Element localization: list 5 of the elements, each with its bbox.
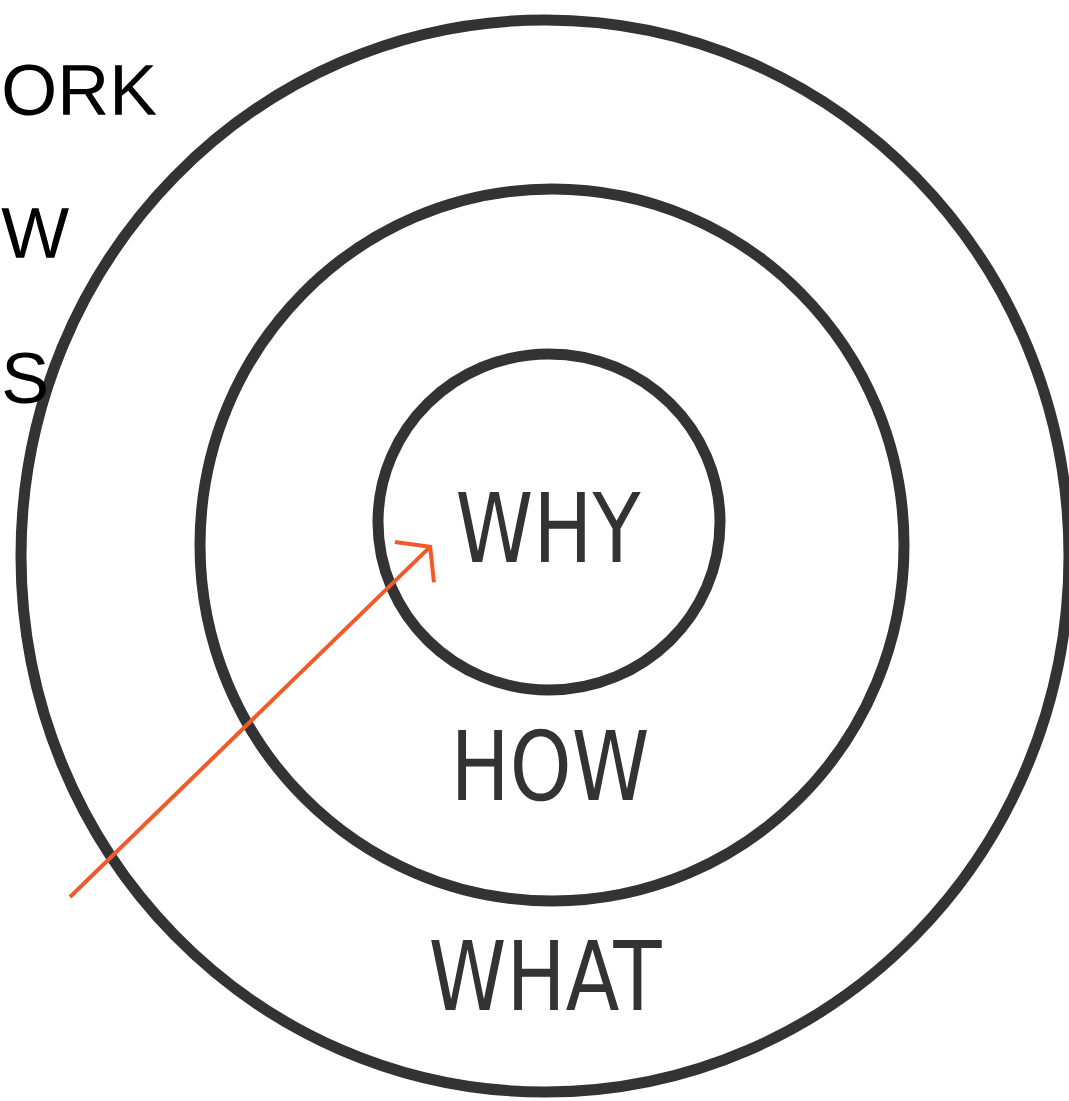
side-text: S [4,352,46,404]
side-text: W [1,208,69,258]
circle-ring: WHY [372,348,726,696]
arrow [68,540,436,899]
side-text: ORK [4,64,157,116]
